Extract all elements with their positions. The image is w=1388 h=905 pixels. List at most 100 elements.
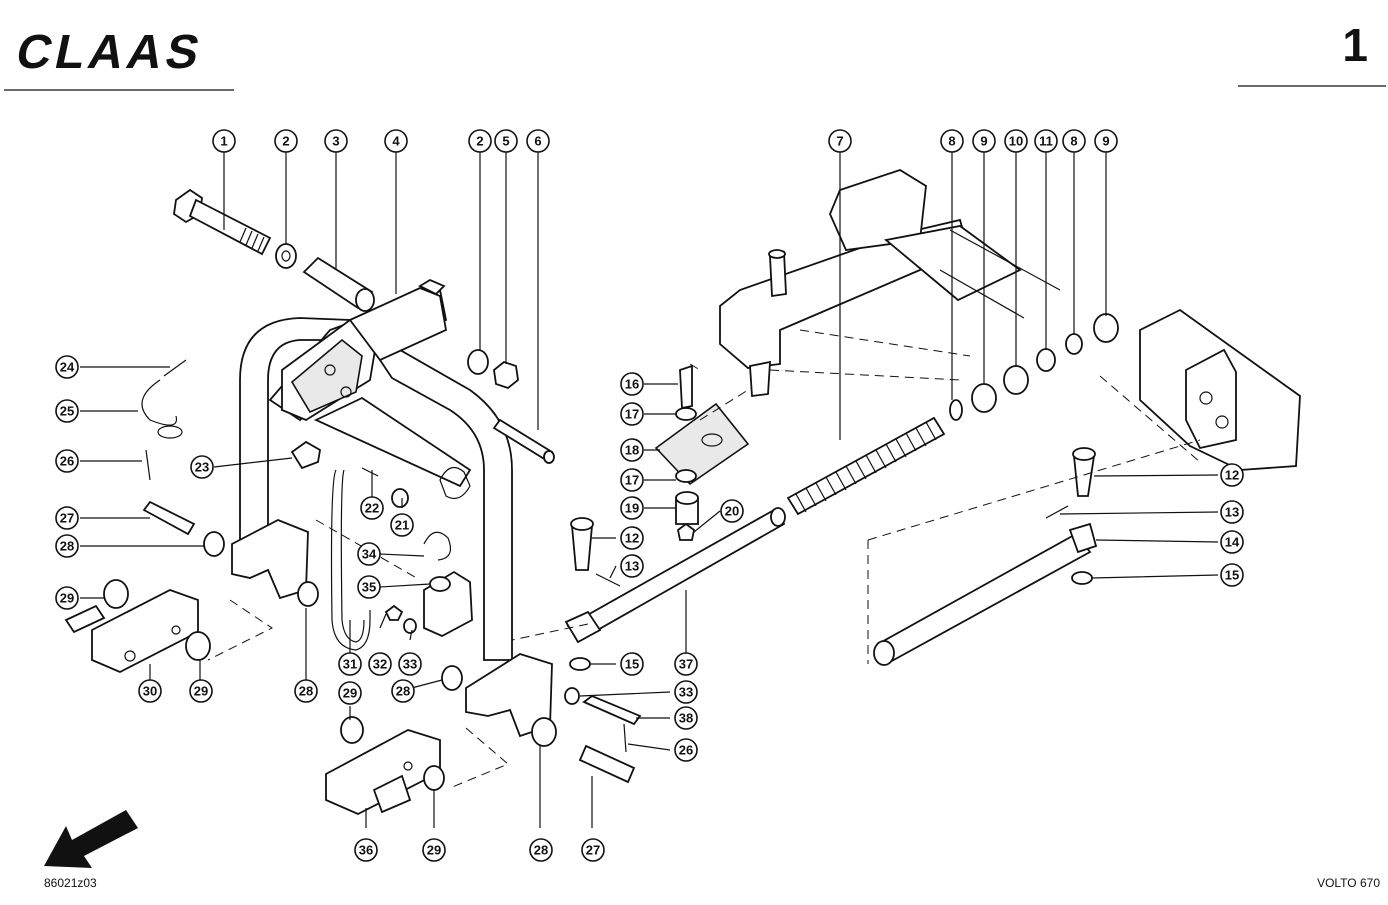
- callout-20: 20: [720, 499, 744, 523]
- svg-text:33: 33: [679, 685, 693, 700]
- callout-33: 33: [398, 652, 422, 676]
- mower-frame-upper: [719, 169, 1022, 398]
- svg-text:19: 19: [625, 501, 639, 516]
- callout-28: 28: [55, 534, 79, 558]
- callout-17: 17: [620, 402, 644, 426]
- svg-text:8: 8: [1070, 134, 1077, 149]
- svg-text:24: 24: [60, 360, 75, 375]
- svg-text:33: 33: [403, 657, 417, 672]
- callout-24: 24: [55, 355, 79, 379]
- callout-27b: 27: [581, 838, 605, 862]
- svg-text:29: 29: [194, 684, 208, 699]
- callout-36: 36: [354, 838, 378, 862]
- svg-text:2: 2: [282, 134, 289, 149]
- callout-35: 35: [357, 575, 381, 599]
- svg-text:22: 22: [365, 501, 379, 516]
- callout-2: 2: [274, 129, 298, 153]
- svg-text:18: 18: [625, 443, 639, 458]
- svg-text:35: 35: [362, 580, 376, 595]
- callout-33b: 33: [674, 680, 698, 704]
- callout-11: 11: [1034, 129, 1058, 153]
- svg-text:38: 38: [679, 711, 693, 726]
- callout-27: 27: [55, 506, 79, 530]
- callout-17b: 17: [620, 468, 644, 492]
- callout-28c: 28: [391, 679, 415, 703]
- callout-18: 18: [620, 438, 644, 462]
- callout-29d: 29: [422, 838, 446, 862]
- callout-26b: 26: [674, 738, 698, 762]
- svg-text:15: 15: [1225, 568, 1239, 583]
- callout-23: 23: [190, 455, 214, 479]
- callout-5: 5: [494, 129, 518, 153]
- callout-25: 25: [55, 399, 79, 423]
- svg-text:9: 9: [1102, 134, 1109, 149]
- callout-3: 3: [324, 129, 348, 153]
- callout-30: 30: [138, 679, 162, 703]
- svg-text:16: 16: [625, 377, 639, 392]
- callout-8b: 8: [1062, 129, 1086, 153]
- svg-text:29: 29: [343, 686, 357, 701]
- svg-text:13: 13: [625, 559, 639, 574]
- svg-text:14: 14: [1225, 535, 1240, 550]
- svg-text:26: 26: [679, 743, 693, 758]
- callout-8: 8: [940, 129, 964, 153]
- callout-32: 32: [368, 652, 392, 676]
- hitch-bracket-36: [325, 729, 441, 815]
- callout-28b: 28: [294, 679, 318, 703]
- bushing-sleeve: [302, 256, 375, 312]
- svg-text:4: 4: [392, 134, 400, 149]
- exploded-drawing: [64, 148, 1301, 828]
- callout-12b: 12: [1220, 463, 1244, 487]
- model-name: VOLTO 670: [1317, 876, 1380, 890]
- callout-10: 10: [1004, 129, 1028, 153]
- callout-34: 34: [357, 542, 381, 566]
- svg-text:12: 12: [1225, 468, 1239, 483]
- svg-text:23: 23: [195, 460, 209, 475]
- callout-13b: 13: [1220, 500, 1244, 524]
- svg-text:30: 30: [143, 684, 157, 699]
- callout-15b: 15: [1220, 563, 1244, 587]
- callout-26: 26: [55, 449, 79, 473]
- tension-rod-tube: [564, 507, 786, 671]
- svg-text:37: 37: [679, 657, 693, 672]
- svg-text:36: 36: [359, 843, 373, 858]
- svg-text:28: 28: [60, 539, 74, 554]
- callout-28d: 28: [529, 838, 553, 862]
- callout-2b: 2: [468, 129, 492, 153]
- callout-31: 31: [338, 652, 362, 676]
- svg-text:27: 27: [60, 511, 74, 526]
- svg-text:9: 9: [980, 134, 987, 149]
- callout-9: 9: [972, 129, 996, 153]
- callout-19: 19: [620, 496, 644, 520]
- callout-29: 29: [55, 586, 79, 610]
- callout-9b: 9: [1094, 129, 1118, 153]
- main-frame: [239, 278, 513, 661]
- callout-15: 15: [620, 652, 644, 676]
- callout-22: 22: [360, 496, 384, 520]
- svg-text:12: 12: [625, 531, 639, 546]
- svg-text:17: 17: [625, 407, 639, 422]
- svg-text:6: 6: [534, 134, 541, 149]
- mower-frame-right: [1099, 308, 1301, 471]
- callout-14: 14: [1220, 530, 1244, 554]
- spring: [786, 416, 946, 516]
- svg-text:2: 2: [476, 134, 483, 149]
- svg-text:15: 15: [625, 657, 639, 672]
- svg-text:10: 10: [1009, 134, 1023, 149]
- direction-arrow-icon: [44, 810, 138, 868]
- claas-logo: CLAAS: [12, 25, 209, 78]
- svg-text:11: 11: [1039, 134, 1053, 149]
- svg-text:3: 3: [332, 134, 339, 149]
- svg-text:26: 26: [60, 454, 74, 469]
- lower-tube: [873, 522, 1098, 666]
- svg-text:28: 28: [299, 684, 313, 699]
- svg-text:29: 29: [427, 843, 441, 858]
- callout-4: 4: [384, 129, 408, 153]
- svg-text:20: 20: [725, 504, 739, 519]
- callout-1: 1: [212, 129, 236, 153]
- svg-text:5: 5: [502, 134, 509, 149]
- drawing-code: 86021z03: [44, 876, 97, 890]
- svg-text:31: 31: [343, 657, 357, 672]
- svg-text:17: 17: [625, 473, 639, 488]
